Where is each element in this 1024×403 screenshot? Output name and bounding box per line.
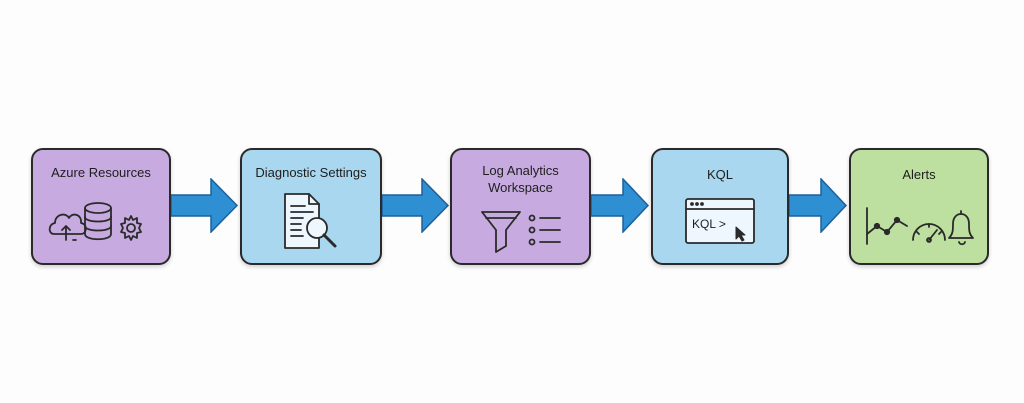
cloud-database-gear-icon: [33, 196, 169, 248]
alerts-label: Alerts: [902, 167, 936, 182]
flow-arrow-1: [171, 178, 239, 233]
kql-label: KQL: [706, 167, 733, 182]
log-analytics-workspace-node: Log Analytics Workspace: [450, 148, 591, 265]
kql-console-text: KQL >: [692, 217, 726, 231]
diagnostic-settings-label: Diagnostic Settings: [255, 165, 367, 180]
document-search-icon: [242, 190, 380, 254]
kql-node: KQL KQL >: [651, 148, 789, 265]
alerts-node: Alerts: [849, 148, 989, 265]
azure-resources-node: Azure Resources: [31, 148, 171, 265]
query-console-icon: KQL >: [653, 197, 787, 245]
chart-gauge-bell-icon: [851, 204, 987, 248]
diagnostic-settings-node: Diagnostic Settings: [240, 148, 382, 265]
flow-arrow-2: [382, 178, 450, 233]
log-analytics-workspace-label: Log Analytics Workspace: [482, 163, 559, 195]
azure-resources-label: Azure Resources: [51, 165, 151, 180]
flow-arrow-4: [789, 178, 848, 233]
flow-arrow-3: [591, 178, 650, 233]
funnel-list-icon: [452, 206, 589, 254]
